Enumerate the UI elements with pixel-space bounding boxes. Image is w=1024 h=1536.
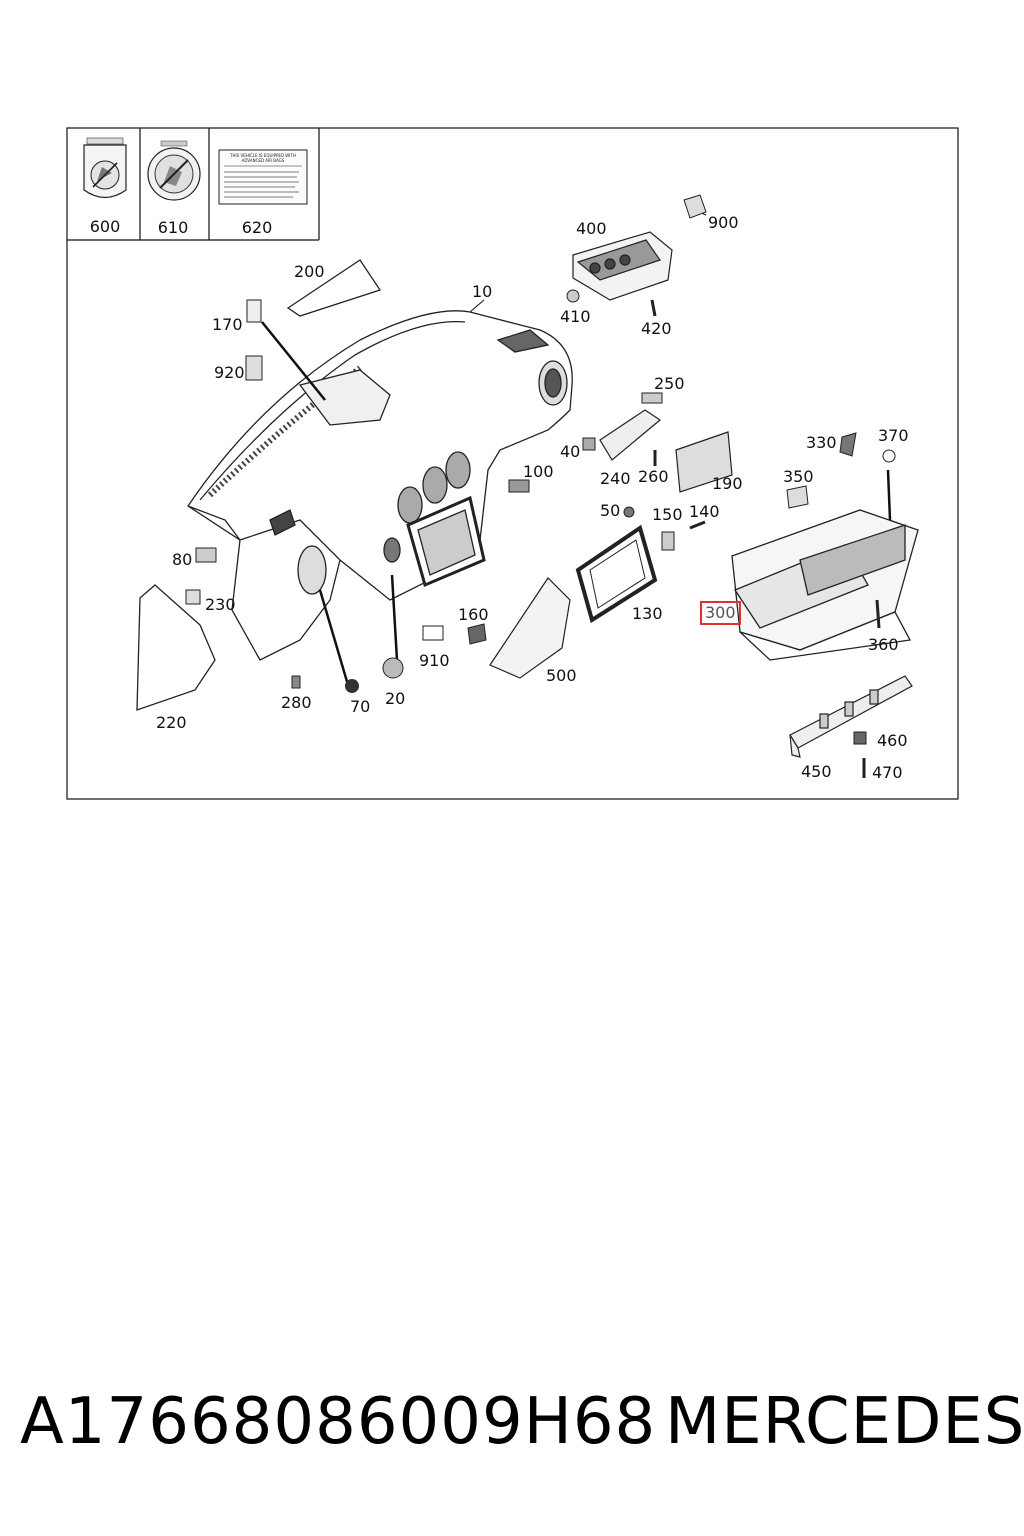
- callout-370[interactable]: 370: [878, 426, 909, 445]
- inset-label-600: 600: [89, 217, 121, 236]
- clip-40: [582, 437, 596, 451]
- screw-280: [291, 675, 301, 689]
- clip-460: [853, 731, 867, 745]
- callout-420[interactable]: 420: [641, 319, 672, 338]
- clip-80: [195, 547, 217, 563]
- callout-150[interactable]: 150: [652, 505, 683, 524]
- diagram-frame: [66, 127, 959, 800]
- part-350: [786, 485, 809, 509]
- callout-130[interactable]: 130: [632, 604, 663, 623]
- inset-label-610: 610: [157, 218, 189, 237]
- cover-500: [489, 577, 571, 679]
- clip-100: [508, 479, 530, 493]
- inset-panel: [67, 128, 320, 241]
- switch-panel-190: [675, 431, 733, 493]
- callout-70[interactable]: 70: [350, 697, 371, 716]
- callout-260[interactable]: 260: [638, 467, 669, 486]
- side-cover-220: [136, 584, 216, 711]
- part-160: [467, 623, 487, 645]
- part-330: [839, 432, 857, 457]
- clip-230: [185, 589, 201, 605]
- callout-400[interactable]: 400: [576, 219, 607, 238]
- screw-50: [623, 506, 635, 518]
- brand-name: MERCEDES: [665, 1385, 1024, 1459]
- trim-frame-130: [575, 524, 658, 624]
- callout-900[interactable]: 900: [708, 213, 739, 232]
- trim-strip-200: [286, 259, 382, 317]
- clip-370: [882, 449, 896, 463]
- callout-230[interactable]: 230: [205, 595, 236, 614]
- clip-170: [246, 299, 262, 323]
- callout-160[interactable]: 160: [458, 605, 489, 624]
- screw-360: [875, 599, 881, 629]
- callout-460[interactable]: 460: [877, 731, 908, 750]
- leader-lines: [261, 321, 892, 686]
- part-910: [422, 625, 444, 641]
- inset-label-620: 620: [241, 218, 273, 237]
- callout-200[interactable]: 200: [294, 262, 325, 281]
- callout-470[interactable]: 470: [872, 763, 903, 782]
- callout-80[interactable]: 80: [172, 550, 193, 569]
- callout-190[interactable]: 190: [712, 474, 743, 493]
- notice-line-1: THIS VEHICLE IS EQUIPPED WITH: [229, 153, 296, 158]
- screw-140: [689, 520, 706, 530]
- clip-920: [245, 355, 263, 381]
- callout-240[interactable]: 240: [600, 469, 631, 488]
- callout-910[interactable]: 910: [419, 651, 450, 670]
- callout-450[interactable]: 450: [801, 762, 832, 781]
- part-410: [566, 289, 580, 303]
- callout-140[interactable]: 140: [689, 502, 720, 521]
- bracket-240: [599, 409, 662, 461]
- callout-100[interactable]: 100: [523, 462, 554, 481]
- callout-170[interactable]: 170: [212, 315, 243, 334]
- child-seat-airbag-warning-icon: [83, 137, 127, 199]
- clip-150: [661, 531, 675, 551]
- callout-20[interactable]: 20: [385, 689, 406, 708]
- callout-10[interactable]: 10: [472, 282, 493, 301]
- rail-450: [789, 675, 913, 758]
- nut-20: [382, 657, 404, 679]
- callout-40[interactable]: 40: [560, 442, 581, 461]
- callout-920[interactable]: 920: [214, 363, 245, 382]
- glove-box-300: [731, 509, 919, 661]
- callout-350[interactable]: 350: [783, 467, 814, 486]
- dashboard-carrier: [187, 310, 573, 661]
- callout-360[interactable]: 360: [868, 635, 899, 654]
- notice-line-2: ADVANCED AIR BAGS: [242, 158, 285, 163]
- callout-300-highlighted[interactable]: 300: [700, 601, 741, 625]
- part-number: A17668086009H68: [20, 1385, 657, 1459]
- callout-280[interactable]: 280: [281, 693, 312, 712]
- callout-220[interactable]: 220: [156, 713, 187, 732]
- part-900: [683, 194, 707, 219]
- callout-500[interactable]: 500: [546, 666, 577, 685]
- screw-70: [345, 679, 359, 693]
- airbag-notice-label-icon: THIS VEHICLE IS EQUIPPED WITH ADVANCED A…: [218, 149, 308, 205]
- instrument-cluster-400: [572, 231, 673, 301]
- callout-330[interactable]: 330: [806, 433, 837, 452]
- no-child-seat-warning-icon: [147, 140, 201, 201]
- screw-420: [650, 299, 657, 317]
- clip-250: [641, 392, 663, 404]
- callout-410[interactable]: 410: [560, 307, 591, 326]
- callout-250[interactable]: 250: [654, 374, 685, 393]
- callout-50[interactable]: 50: [600, 501, 621, 520]
